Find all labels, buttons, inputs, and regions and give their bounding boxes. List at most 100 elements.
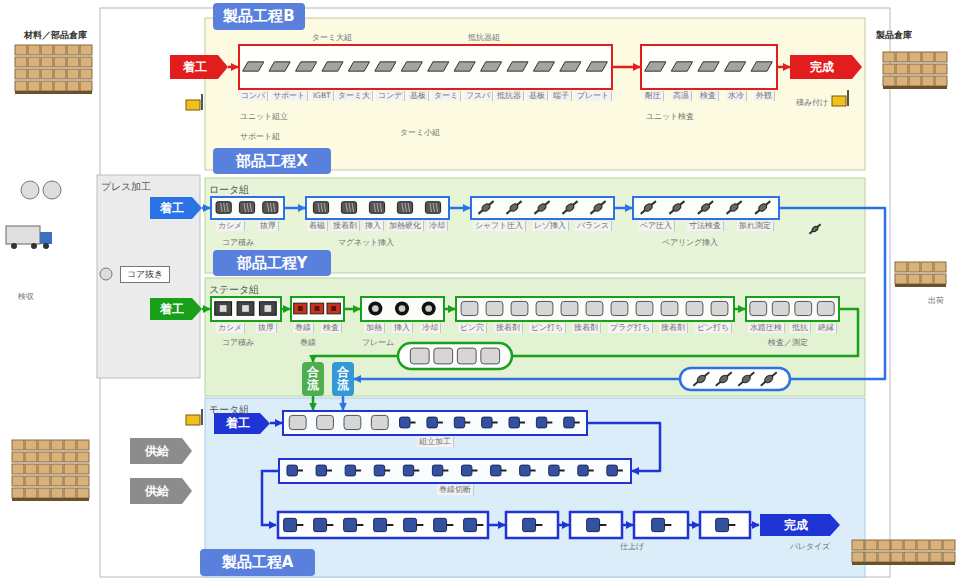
shaft-icon <box>761 372 777 385</box>
drawing-part <box>943 552 955 562</box>
drawing-part <box>878 540 890 550</box>
band-fill <box>205 178 865 273</box>
process-frame <box>634 512 688 538</box>
drawing-part <box>11 243 17 249</box>
arrow-text: 供給 <box>145 443 169 460</box>
drawing-part <box>464 518 477 531</box>
arrow-text: 完成 <box>810 59 834 76</box>
step-label: ターミ <box>432 91 461 101</box>
drawing-part <box>588 470 594 472</box>
drawing-part <box>368 301 382 315</box>
drawing-part <box>578 465 588 476</box>
parts-illustration <box>747 298 837 319</box>
drawing-part <box>434 518 447 531</box>
tag-text: 部品工程X <box>236 152 308 171</box>
process-frame <box>282 410 588 436</box>
drawing-part <box>422 301 436 315</box>
drawing-part <box>611 301 628 315</box>
drawing-part <box>387 524 394 526</box>
drawing-part <box>12 464 24 474</box>
drawing-part <box>716 518 729 531</box>
flow-connector <box>613 66 640 69</box>
flow-arrow-box: 完成 <box>760 514 840 536</box>
drawing-part <box>852 562 955 565</box>
step-label: 巻線切断 <box>437 485 474 495</box>
drawing-part <box>482 417 492 428</box>
drawing-part <box>130 438 192 464</box>
drawing-part <box>404 518 417 531</box>
step-label: 端子 <box>551 91 572 101</box>
stator-buffer <box>398 343 512 369</box>
drawing-part <box>25 440 37 450</box>
step-row: 耐圧高温検査水冷外観 <box>640 91 778 101</box>
coil-icon <box>100 268 112 280</box>
drawing-part <box>536 524 543 526</box>
drawing-part <box>54 45 66 55</box>
step-label: 検査 <box>321 323 342 333</box>
motor-icon <box>509 417 525 428</box>
drawing-part <box>287 465 297 476</box>
drawing-part <box>562 201 577 214</box>
step-label: 抜厚 <box>258 221 279 231</box>
drawing-part <box>170 55 228 79</box>
drawing-part <box>669 201 684 214</box>
drawing-part <box>883 52 895 62</box>
drawing-part <box>652 518 672 531</box>
drawing-part <box>331 306 336 311</box>
drawing-part <box>437 422 443 424</box>
drawing-part <box>267 203 269 212</box>
step-caption: ターミ大組 <box>312 33 352 43</box>
step-label: 接着剤 <box>659 323 688 333</box>
drawing-part <box>430 203 432 212</box>
forklift-icon <box>186 94 202 110</box>
frame-icon <box>636 301 653 315</box>
rotor-buffer <box>680 368 790 390</box>
frame-icon <box>536 301 553 315</box>
process-group: カシメ抜厚 <box>210 296 282 333</box>
process-frame <box>290 296 345 322</box>
motor-icon <box>404 518 424 531</box>
process-frame <box>470 196 615 220</box>
step-label: 冷却 <box>420 323 441 333</box>
step-label: フスバ <box>464 91 493 101</box>
frame-icon <box>486 301 503 315</box>
step-caption: 抵抗器組 <box>468 33 500 43</box>
drawing-part <box>587 518 600 531</box>
process-frame <box>632 196 780 220</box>
drawing-part <box>454 62 475 71</box>
frame-icon <box>686 301 703 315</box>
drawing-part <box>414 470 420 472</box>
drawing-part <box>645 62 666 71</box>
plate-icon <box>401 62 422 71</box>
frame-icon <box>461 301 478 315</box>
warehouse-label: 製品倉庫 <box>876 30 912 41</box>
drawing-part <box>891 552 903 562</box>
step-label: 振れ測定 <box>737 221 774 231</box>
area-label: ステータ組 <box>209 284 259 297</box>
drawing-part <box>665 524 672 526</box>
drawing-part <box>921 262 933 272</box>
step-caption: サポート組 <box>240 132 280 142</box>
process-frame <box>210 296 282 322</box>
plate-icon <box>751 62 772 71</box>
drawing-part <box>327 303 340 314</box>
step-label: 冷却 <box>427 221 448 231</box>
score-icon <box>237 302 254 315</box>
drawing-part <box>574 422 580 424</box>
drawing-part <box>12 488 24 498</box>
drawing-part <box>909 52 921 62</box>
process-frame <box>360 296 445 322</box>
frame-icon <box>661 301 678 315</box>
step-label: コンデ <box>376 91 405 101</box>
drawing-part <box>318 203 320 212</box>
drawing-part <box>227 203 229 212</box>
drawing-part <box>427 417 437 428</box>
step-label: 耐圧 <box>643 91 664 101</box>
drawing-part <box>80 45 92 55</box>
flow-arrow <box>751 524 759 527</box>
drawing-part <box>865 540 877 550</box>
drawing-part <box>607 465 617 476</box>
drawing-part <box>763 374 774 385</box>
forklift-icon <box>186 409 202 425</box>
drawing-part <box>716 518 736 531</box>
